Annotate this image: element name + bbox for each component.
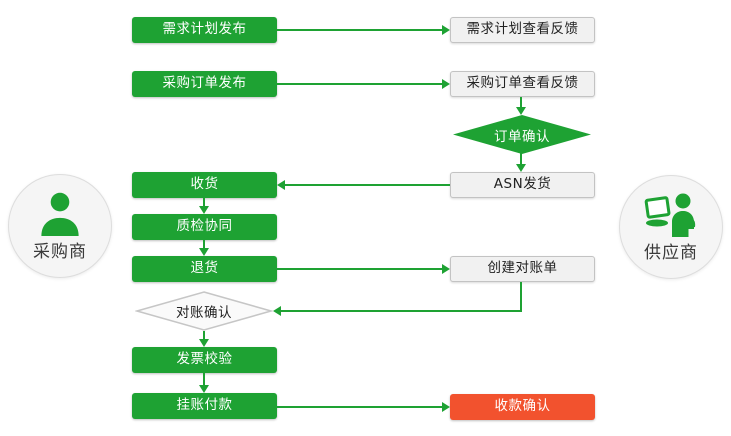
node-demand-plan-publish: 需求计划发布 xyxy=(132,17,277,43)
arrowhead-right-icon xyxy=(442,25,450,35)
connector-confirm-to-asn xyxy=(520,153,522,164)
buyer-label: 采购商 xyxy=(33,242,87,262)
connector-po-line xyxy=(277,83,442,85)
arrowhead-left-icon xyxy=(273,306,281,316)
arrowhead-left-icon xyxy=(277,180,285,190)
arrowhead-down-icon xyxy=(199,339,209,347)
node-create-statement: 创建对账单 xyxy=(450,256,595,282)
buyer-actor: 采购商 xyxy=(8,174,112,278)
arrowhead-down-icon xyxy=(199,206,209,214)
connector-statement-back xyxy=(281,310,522,312)
node-book-payment: 挂账付款 xyxy=(132,393,277,419)
diamond-shape-icon xyxy=(453,115,591,154)
node-asn-ship: ASN发货 xyxy=(450,172,595,198)
node-po-feedback: 采购订单查看反馈 xyxy=(450,71,595,97)
connector-return-to-statement xyxy=(277,268,442,270)
decision-order-confirm: 订单确认 xyxy=(453,115,591,154)
node-po-publish: 采购订单发布 xyxy=(132,71,277,97)
connector-demand-plan-line xyxy=(277,29,442,31)
arrowhead-down-icon xyxy=(199,385,209,393)
node-demand-plan-feedback: 需求计划查看反馈 xyxy=(450,17,595,43)
arrowhead-right-icon xyxy=(442,264,450,274)
supplier-label: 供应商 xyxy=(644,243,698,263)
connector-statement-down xyxy=(520,282,522,312)
connector-payment-to-receipt xyxy=(277,406,442,408)
node-receive: 收货 xyxy=(132,172,277,198)
arrowhead-down-icon xyxy=(516,164,526,172)
supplier-laptop-person-icon xyxy=(643,191,699,237)
decision-order-confirm-label: 订单确认 xyxy=(494,128,550,145)
diamond-shape-icon xyxy=(135,291,273,331)
arrowhead-right-icon xyxy=(442,79,450,89)
connector-asn-to-receive xyxy=(285,184,450,186)
arrowhead-right-icon xyxy=(442,402,450,412)
node-invoice-verify: 发票校验 xyxy=(132,347,277,373)
connector-quality-to-return xyxy=(203,240,205,248)
connector-invoice-to-payment xyxy=(203,373,205,385)
connector-confirm-to-invoice xyxy=(203,331,205,339)
decision-statement-confirm-label: 对账确认 xyxy=(176,305,232,321)
connector-po-feedback-to-confirm xyxy=(520,97,522,107)
buyer-person-icon xyxy=(38,190,82,236)
node-quality-collab: 质检协同 xyxy=(132,214,277,240)
supplier-actor: 供应商 xyxy=(619,175,723,279)
arrowhead-down-icon xyxy=(199,248,209,256)
arrowhead-down-icon xyxy=(516,107,526,115)
connector-receive-to-quality xyxy=(203,198,205,206)
node-receipt-confirm: 收款确认 xyxy=(450,394,595,420)
decision-statement-confirm: 对账确认 xyxy=(135,291,273,331)
node-return-goods: 退货 xyxy=(132,256,277,282)
